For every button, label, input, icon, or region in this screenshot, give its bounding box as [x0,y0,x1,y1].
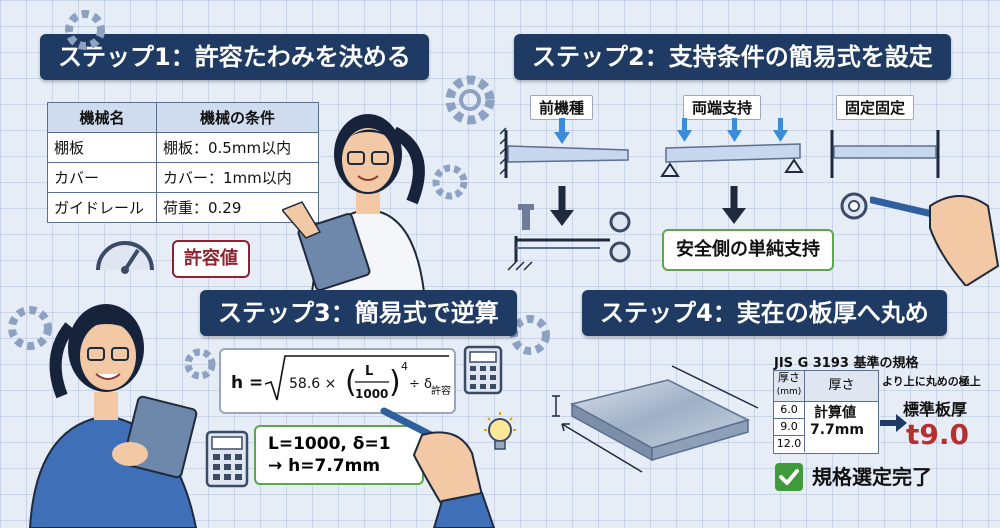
support-label-simply-supported: 両端支持 [683,95,762,120]
formula-numerator: L [365,364,373,379]
gear-icon [432,164,468,200]
calculated-value: 7.7mm [810,422,864,438]
safe-side-callout: 安全側の単純支持 [662,229,834,271]
calculator-icon [205,430,249,488]
formula-divisor: ÷ δ [409,377,432,392]
svg-text:(: ( [345,365,357,400]
fixed-fixed-beam-diagram [830,130,940,220]
cantilever-beam-diagram [500,118,631,271]
allowable-deflection-table: 機械名 機械の条件 棚板 棚板：0.5mm以内 カバー カバー：1mm以内 ガイ… [47,102,319,223]
standard-thickness-value: t9.0 [906,418,969,451]
step1-banner: ステップ1：許容たわみを決める [40,34,429,80]
formula-exponent: 4 [401,360,408,373]
table-cell: カバー [47,162,157,193]
table-cell: ガイドレール [47,192,157,223]
hand-with-pen-illustration [380,407,496,528]
lightbulb-icon [484,412,516,450]
gear-icon [8,306,52,350]
engineer-woman-illustration [28,304,198,528]
calculation-output: → h=7.7mm [268,456,381,476]
step4-banner: ステップ4：実在の板厚へ丸め [582,290,947,336]
formula-box: h = 58.6 × ( L 1000 ) 4 ÷ δ 許容 [219,348,456,414]
standard-thickness-label: 標準板厚 [903,400,968,419]
formula-lhs: h = [231,373,263,393]
table-cell: 棚板：0.5mm以内 [156,132,319,163]
checkbox-checked-icon [775,463,803,491]
calculated-value-label: 計算値 [814,405,856,421]
support-label-fixed-fixed: 固定固定 [836,95,915,120]
table-row: 棚板 棚板：0.5mm以内 [47,132,319,163]
thickness-cell: 6.0 [774,402,805,419]
table-row: ガイドレール 荷重：0.29 [47,192,319,223]
gauge-icon [96,241,154,274]
inverse-formula: h = 58.6 × ( L 1000 ) 4 ÷ δ 許容 [231,355,451,401]
simply-supported-beam-diagram [660,118,804,224]
standard-title: JIS G 3193 基準の規格 [774,356,919,371]
formula-subscript: 許容 [431,384,451,397]
thickness-col-header: 厚さ [805,371,878,402]
table-header-machine: 機械名 [47,102,157,133]
table-cell: 棚板 [47,132,157,163]
hand-with-pen-illustration [870,195,1000,286]
step3-banner: ステップ3：簡易式で逆算 [200,290,517,336]
formula-denominator: 1000 [355,387,388,401]
support-label-previous: 前機種 [530,95,594,120]
table-row: カバー カバー：1mm以内 [47,162,319,193]
gear-icon [65,10,105,50]
svg-text:): ) [389,365,401,400]
arrow-right-icon [880,414,907,432]
calculation-result-box: L=1000, δ=1 → h=7.7mm [254,425,424,485]
gear-icon [184,348,216,380]
gear-icon [445,75,495,125]
steel-plate-illustration [552,365,759,473]
selection-complete-text: 規格選定完了 [812,465,932,489]
engineer-woman-illustration [282,114,426,292]
formula-coefficient: 58.6 × [289,376,336,392]
calculator-icon [463,345,503,395]
allowable-value-callout: 許容値 [172,240,250,278]
standard-subtitle: より上に丸めの極上 [882,375,981,388]
thickness-cell: 12.0 [774,436,805,452]
thickness-cell: 9.0 [774,419,805,436]
thickness-col-unit: (mm) [776,387,802,397]
calculation-inputs: L=1000, δ=1 [268,434,391,454]
thickness-col-header: 厚さ [778,371,800,384]
step2-banner: ステップ2：支持条件の簡易式を設定 [514,34,951,80]
thickness-table: 厚さ (mm) 厚さ 6.0 9.0 12.0 計算値 7.7mm [773,370,879,454]
table-header-condition: 機械の条件 [156,102,319,133]
